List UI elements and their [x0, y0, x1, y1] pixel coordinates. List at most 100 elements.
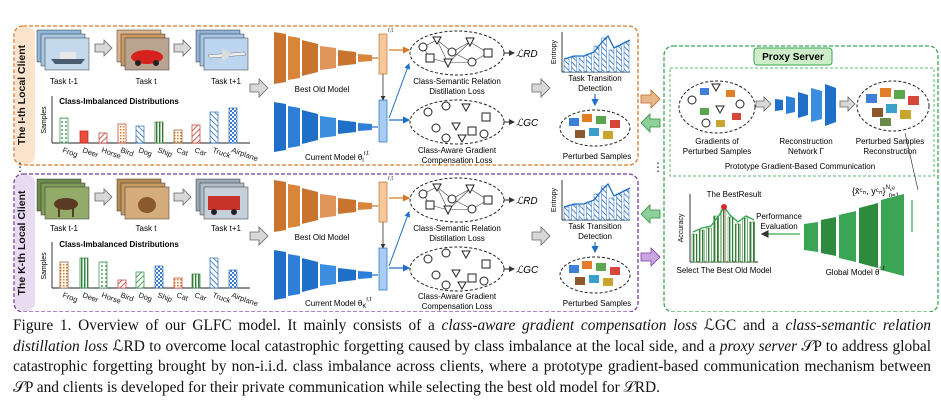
perturbed-samples-bottom: Perturbed Samples	[559, 256, 631, 308]
gradient-loss-label-top-2: Compensation Loss	[422, 156, 493, 165]
proxy-server-panel: Proxy Server Gradients of Perturbed Samp…	[663, 45, 939, 312]
loss-rd-bottom: ℒRD	[516, 196, 538, 207]
feature-columns-top: r,t	[372, 28, 411, 143]
task-next-label-k: Task t+1	[211, 224, 242, 233]
caption-text-3: ℒRD to overcome local catastrophic forge…	[108, 337, 720, 355]
caption-text-2: ℒGC and a	[697, 317, 786, 334]
accuracy-axis-label: Accuracy	[678, 213, 685, 242]
relation-loss-label-top-2: Distillation Loss	[429, 87, 485, 96]
accuracy-bar	[713, 215, 719, 263]
reconstruction-label-1: Perturbed Samples	[856, 137, 924, 146]
entTop-bar	[578, 55, 585, 73]
global-model-label: Global Model θr,t	[826, 266, 885, 277]
svg-text:⋮: ⋮	[14, 160, 26, 174]
entTop-bar	[593, 45, 600, 73]
task-transition-label-top-1: Task Transition	[568, 74, 621, 83]
best-old-model-label-top: Best Old Model	[295, 85, 350, 94]
gradient-graph-top: Class-Aware Gradient Compensation Loss ℒ…	[409, 99, 539, 165]
entTop-bar	[601, 37, 607, 73]
accuracy-bar	[742, 217, 748, 263]
class-label-truck: Truck	[211, 145, 232, 160]
entTop-bar	[563, 58, 570, 73]
caption-italic-gc: class-aware gradient compensation loss	[441, 317, 698, 334]
relation-graph-top: Class-Semantic Relation Distillation Los…	[409, 30, 538, 96]
class-label-bird: Bird	[119, 145, 135, 158]
current-model-network-top: Current Model θlr,t	[274, 102, 372, 164]
task-transition-label-bottom-1: Task Transition	[568, 222, 621, 231]
relation-loss-label-top-1: Class-Semantic Relation	[413, 77, 501, 86]
entropy-axis-label-bottom: Entropy	[551, 187, 558, 212]
perturbed-samples-top: Perturbed Samples	[559, 109, 631, 161]
client-panel-k-title: The K-th Local Client	[16, 190, 28, 296]
caption-text-1: Figure 1. Overview of our GLFC model. It…	[13, 317, 442, 334]
accuracy-bar	[706, 227, 712, 263]
task-current-label: Task t	[136, 77, 158, 86]
entBot-bar	[616, 193, 622, 221]
best-old-model-network-top: Best Old Model	[274, 32, 372, 94]
task-transition-label-top-2: Detection	[578, 84, 612, 93]
task-next-label: Task t+1	[211, 77, 242, 86]
entTop-bar	[586, 53, 592, 73]
distribution-title-top: Class-Imbalanced Distributions	[59, 97, 179, 106]
class-label-frog: Frog	[61, 145, 79, 159]
gradient-loss-label-top-1: Class-Aware Gradient	[418, 146, 497, 155]
task-current-image-stack-k	[116, 178, 170, 220]
entTop-bar	[571, 56, 577, 73]
best-old-model-label-bottom: Best Old Model	[295, 233, 350, 242]
loss-gc-bottom: ℒGC	[516, 265, 539, 276]
communication-box	[669, 67, 935, 177]
select-best-old-model-label: Select The Best Old Model	[676, 266, 771, 275]
client-panel-k-border	[13, 173, 639, 312]
reconstruction-network: Reconstruction Network Γ	[775, 84, 836, 156]
performance-label-2: Evaluation	[760, 222, 797, 231]
entropy-chart-bottom: Entropy Task Transition Detection	[551, 180, 631, 254]
class-label-dog: Dog	[137, 145, 153, 158]
gradient-loss-label-bottom-2: Compensation Loss	[422, 302, 493, 311]
proxy-server-border	[663, 45, 939, 312]
class-label-deer: Deer	[81, 145, 100, 159]
entTop-bar	[608, 49, 615, 73]
caption-text-4: 𝒮P to address global catastrophic forget…	[13, 337, 931, 396]
task-images-top: Task t-1 Task t Task t+1	[36, 29, 249, 86]
gradient-loss-label-bottom-1: Class-Aware Gradient	[418, 292, 497, 301]
class-label-airplane: Airplane	[230, 145, 259, 163]
svg-text:⋮: ⋮	[652, 160, 664, 174]
entTop-bar	[623, 41, 630, 73]
entBot-bar	[586, 201, 592, 221]
client-panel-k-sidebar	[15, 175, 35, 311]
task-next-image-stack-k	[195, 178, 249, 220]
class-distribution-chart-top: Class-Imbalanced Distributions Samples	[41, 96, 250, 144]
task-transition-label-bottom-2: Detection	[578, 232, 612, 241]
entropy-chart-top: Entropy Task Transition Detection	[551, 32, 631, 107]
entBot-bar	[623, 189, 630, 221]
entropy-bars-top	[563, 37, 630, 73]
class-label-cat: Cat	[175, 145, 190, 158]
global-model-network: Global Model θr,t	[804, 194, 904, 277]
caption-italic-rd: class-semantic relation distillation los…	[13, 317, 931, 355]
task-images-bottom: Task t-1 Task t Task t+1	[36, 178, 249, 233]
best-result-label: The BestResult	[707, 190, 762, 199]
client-panel-i-sidebar	[15, 27, 35, 164]
class-label-bird: Bird	[119, 290, 135, 303]
class-label-ship: Ship	[156, 290, 173, 304]
accuracy-bars	[691, 209, 755, 263]
class-label-car: Car	[193, 145, 208, 158]
accuracy-bar	[734, 223, 741, 263]
perturbed-samples-label-bottom: Perturbed Samples	[563, 299, 631, 308]
class-label-cat: Cat	[175, 290, 190, 303]
current-model-network-bottom: Current Model θKr,t	[274, 250, 372, 310]
entBot-bar	[563, 206, 570, 221]
current-model-label-top: Current Model θlr,t	[305, 151, 369, 164]
caption-italic-proxy: proxy server	[719, 337, 798, 355]
accuracy-chart: Accuracy The BestResult Select The Best …	[676, 190, 771, 275]
accuracy-bar	[698, 229, 705, 263]
relation-loss-label-bottom-1: Class-Semantic Relation	[413, 224, 501, 233]
samples-axis-label-bottom: Samples	[41, 252, 48, 280]
gradients-label-2: Perturbed Samples	[683, 147, 751, 156]
proxy-server-title: Proxy Server	[762, 52, 824, 63]
client-panel-i: The I-th Local Client	[13, 25, 639, 166]
task-prev-label-k: Task t-1	[50, 224, 79, 233]
accuracy-bar	[720, 209, 727, 263]
perturbed-samples-reconstruction: Perturbed Samples Reconstruction	[856, 80, 930, 156]
